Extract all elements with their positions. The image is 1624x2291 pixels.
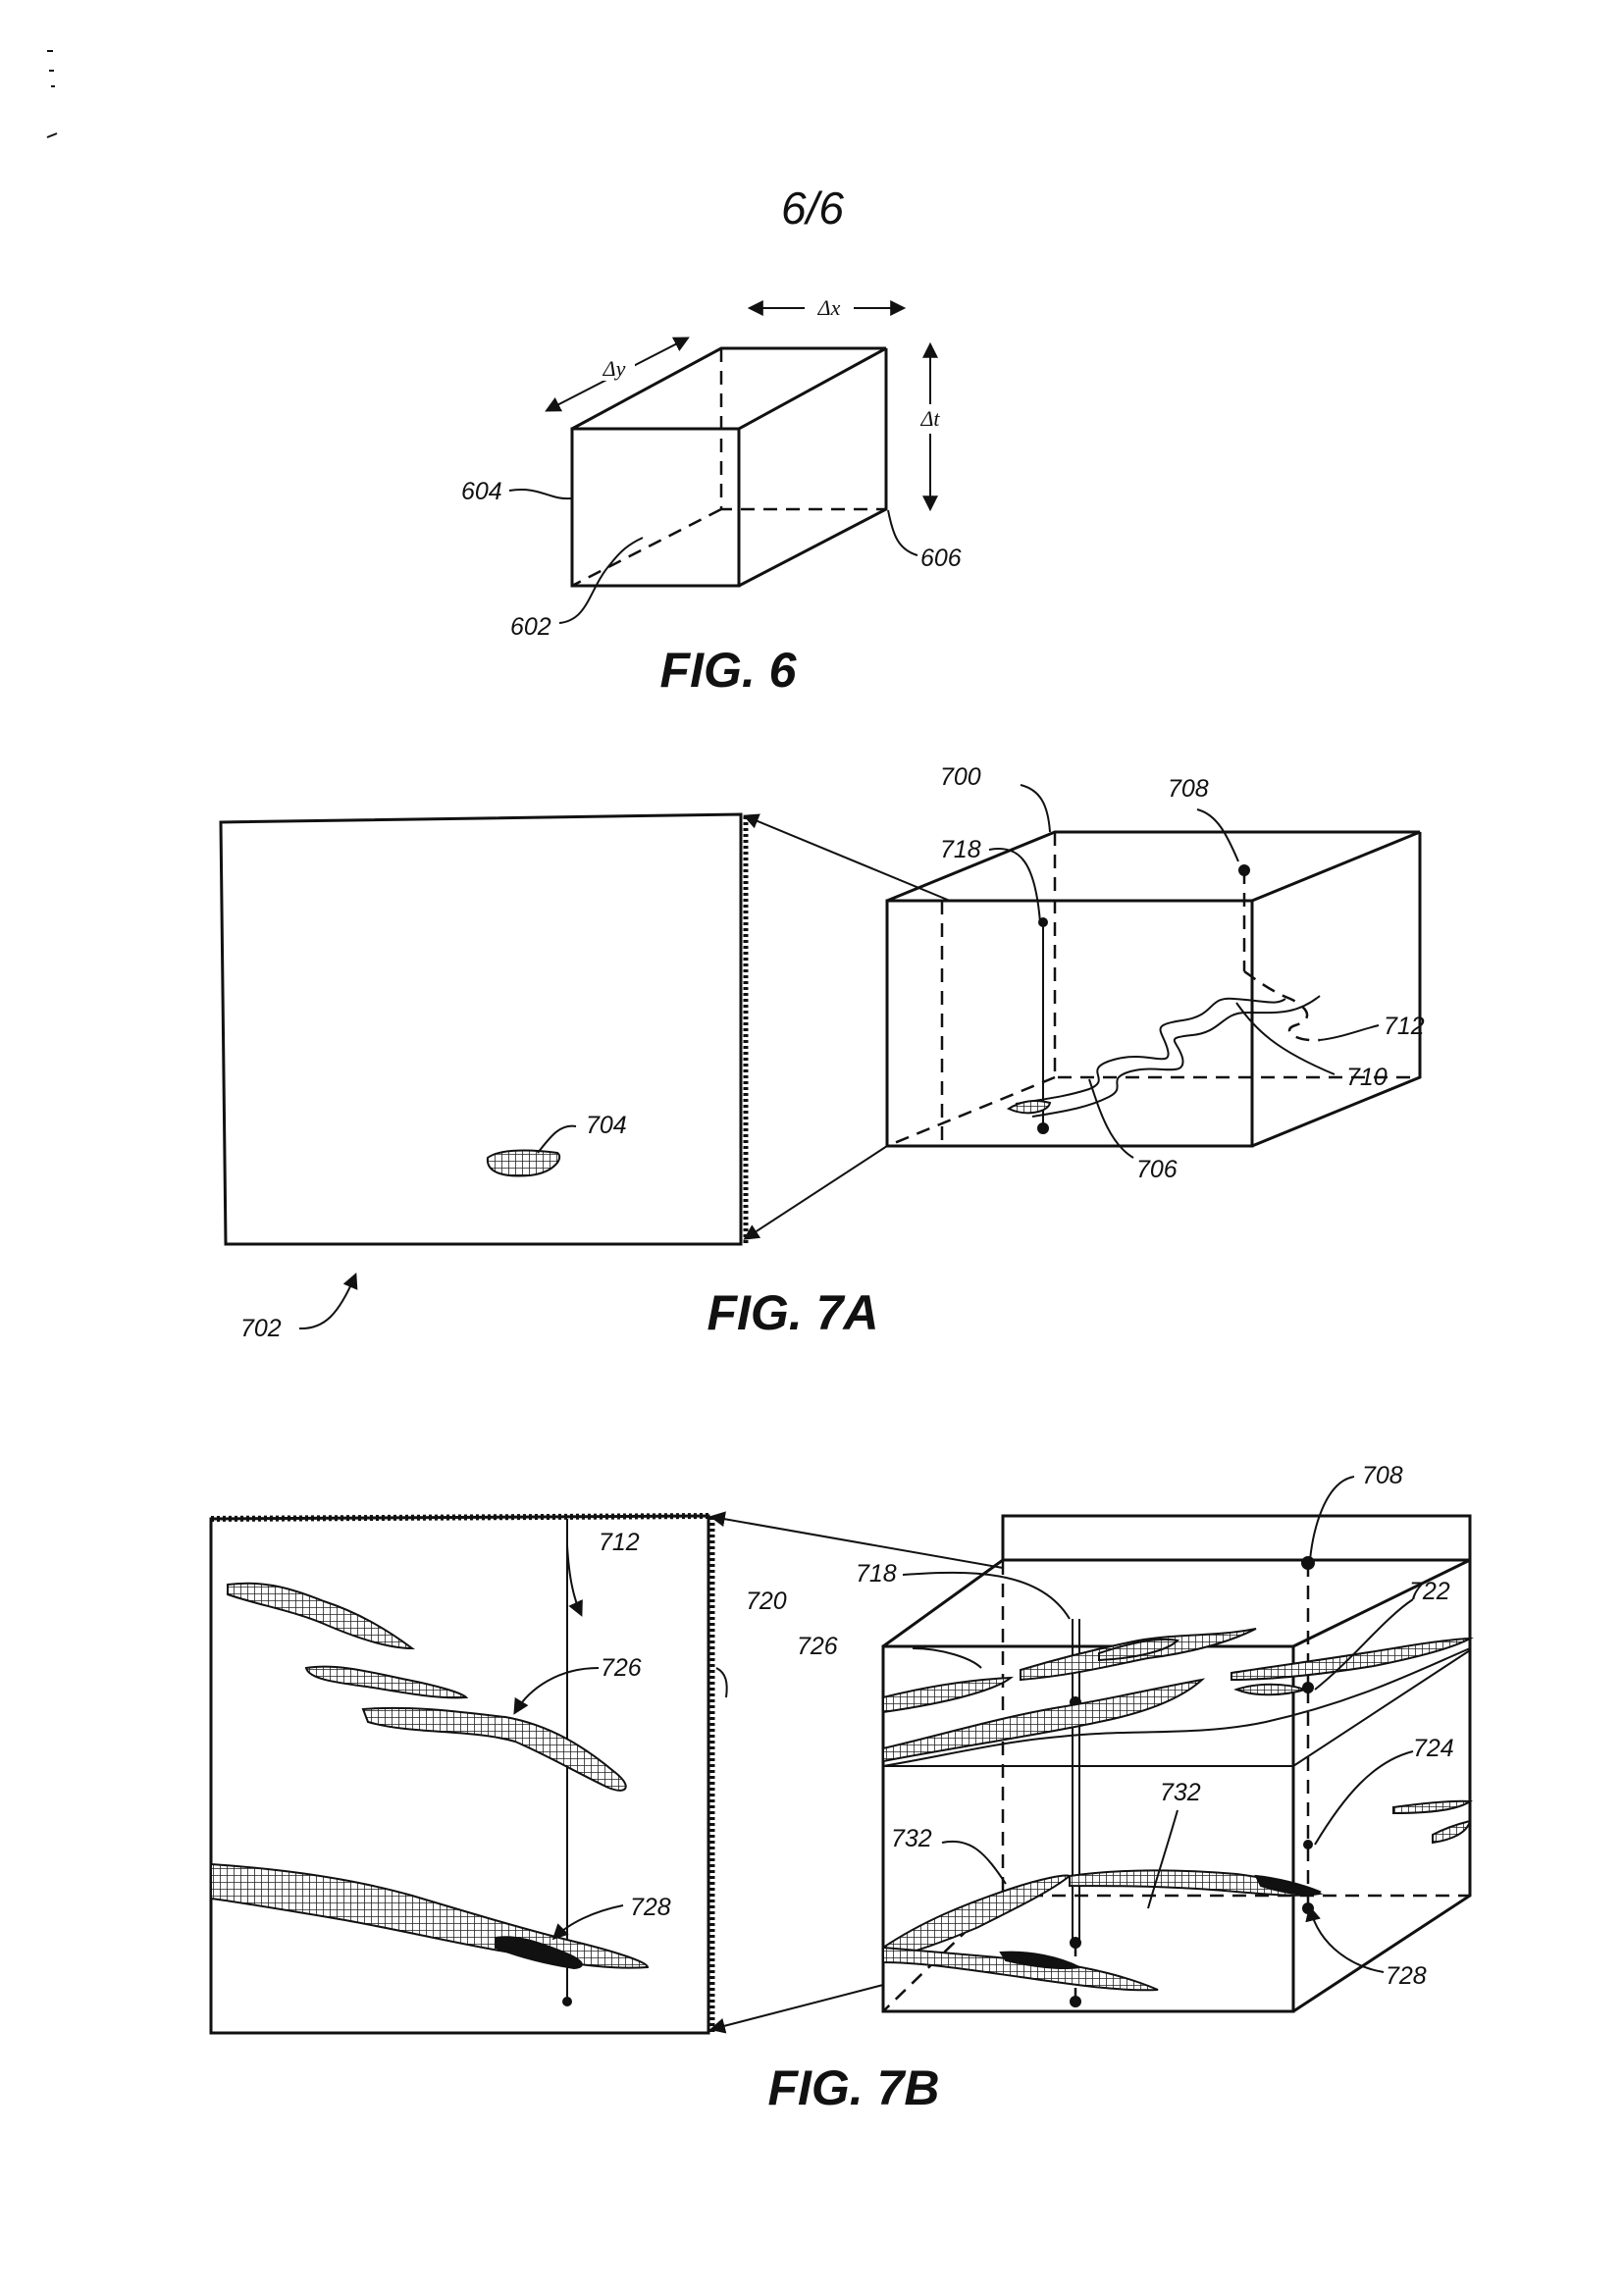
- fig7b-cube-bodies: [883, 1629, 1470, 1990]
- ref-708: 708: [1168, 775, 1209, 803]
- ref-712: 712: [1384, 1013, 1425, 1040]
- ref-712-7b: 712: [599, 1529, 640, 1556]
- fig7a-cube: [887, 832, 1420, 1146]
- fig7a-slice-panel: [221, 814, 746, 1244]
- ref-728-cube: 728: [1386, 1962, 1427, 1990]
- fig7b-cube: [883, 1516, 1470, 2011]
- fig7b-caption: FIG. 7B: [767, 2060, 939, 2115]
- ref-606: 606: [920, 545, 962, 572]
- fig7a-body-704: [488, 1151, 559, 1176]
- ref-718-7b: 718: [856, 1560, 897, 1588]
- ref-602: 602: [510, 613, 551, 641]
- ref-732-right: 732: [1160, 1779, 1201, 1806]
- ref-706: 706: [1136, 1156, 1178, 1183]
- fig7a: 700 708 718 712 710 706 704 702 FIG. 7A: [221, 763, 1425, 1342]
- ref-700: 700: [940, 763, 981, 791]
- fig7b-slice-bodies: [211, 1584, 648, 1968]
- fig6-axis-arrows: [548, 294, 948, 508]
- fig7a-channel-710: [1016, 996, 1320, 1117]
- ref-720: 720: [746, 1588, 787, 1615]
- fig7a-leaders: [299, 785, 1379, 1328]
- fig7a-projection-lines: [746, 816, 950, 1238]
- fig6-block: [572, 348, 886, 586]
- ref-710: 710: [1346, 1064, 1388, 1091]
- fig7b: 712 720 726 728 708 718 726 722 724 732 …: [211, 1462, 1470, 2115]
- ref-726-cube: 726: [797, 1633, 838, 1660]
- fig7a-caption: FIG. 7A: [707, 1285, 878, 1340]
- fig6-dx-label: Δx: [817, 295, 841, 320]
- fig6: Δx Δy Δt 604 602 606 FIG. 6: [461, 294, 962, 698]
- ref-732-left: 732: [891, 1825, 932, 1852]
- fig6-dy-label: Δy: [602, 356, 626, 381]
- ref-708-7b: 708: [1362, 1462, 1403, 1489]
- ref-718: 718: [940, 836, 981, 863]
- ref-704: 704: [586, 1112, 627, 1139]
- fig7a-dashed-712: [1244, 971, 1320, 1040]
- ref-724: 724: [1413, 1735, 1454, 1762]
- ref-702: 702: [240, 1315, 282, 1342]
- fig7a-well-708: [1239, 865, 1249, 971]
- ref-722: 722: [1409, 1578, 1450, 1605]
- ref-726-slice: 726: [601, 1654, 642, 1682]
- ref-604: 604: [461, 478, 502, 505]
- fig6-dt-label: Δt: [919, 406, 940, 431]
- ref-728-slice: 728: [630, 1894, 671, 1921]
- page-number: 6/6: [781, 182, 844, 234]
- margin-marks: [47, 51, 57, 137]
- fig6-caption: FIG. 6: [660, 643, 798, 698]
